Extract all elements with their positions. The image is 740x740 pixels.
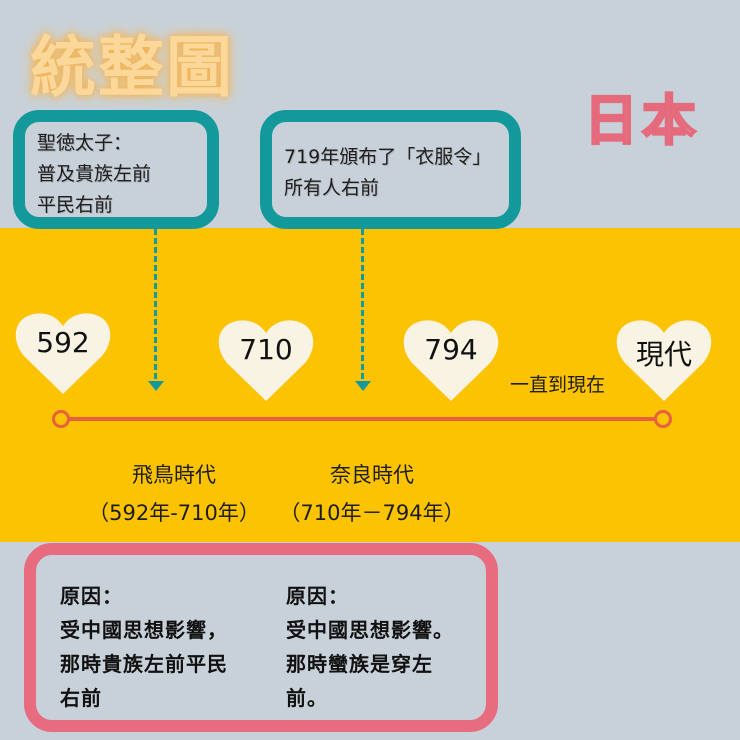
milestone-label: 592 — [36, 326, 90, 359]
dashed-connector — [154, 229, 157, 379]
heart-icon — [218, 320, 314, 401]
reason-line: 原因： — [286, 584, 349, 608]
note-clothing-law: 719年頒布了「衣服令」 所有人右前 — [260, 110, 521, 229]
milestone-794: 794 — [402, 317, 500, 401]
milestone-710: 710 — [217, 317, 315, 401]
note-shotoku: 聖徳太子： 普及貴族左前 平民右前 — [13, 110, 219, 229]
reason-asuka: 原因： 受中國思想影響， 那時貴族左前平民 右前 — [60, 579, 228, 715]
era-name: 奈良時代 — [330, 463, 414, 487]
note-line: 719年頒布了「衣服令」 — [284, 146, 492, 168]
reason-line: 原因： — [60, 584, 123, 608]
reason-line: 前。 — [286, 686, 328, 710]
era-nara: 奈良時代 （710年－794年） — [274, 456, 470, 532]
reason-line: 右前 — [60, 686, 102, 710]
until-now-label: 一直到現在 — [510, 374, 606, 396]
era-range: （710年－794年） — [279, 501, 465, 525]
note-line: 普及貴族左前 — [37, 163, 152, 185]
milestone-label: 710 — [239, 333, 293, 366]
milestone-label: 現代 — [635, 338, 692, 371]
reason-line: 那時貴族左前平民 — [60, 652, 228, 676]
heart-icon — [616, 320, 712, 401]
arrow-down-icon — [148, 381, 164, 391]
milestone-592: 592 — [14, 310, 112, 394]
heart-icon — [403, 320, 499, 401]
timeline-end-node — [654, 410, 672, 428]
arrow-down-icon — [355, 381, 371, 391]
dashed-connector — [361, 229, 364, 379]
era-range: （592年-710年） — [88, 501, 260, 525]
note-line: 聖徳太子： — [37, 132, 133, 154]
country-label: 日本 — [583, 88, 700, 154]
timeline-line — [64, 417, 664, 421]
era-name: 飛鳥時代 — [132, 463, 216, 487]
reason-line: 那時蠻族是穿左 — [286, 652, 433, 676]
page-title: 統整圖 — [30, 29, 234, 106]
milestone-modern: 現代 — [615, 317, 713, 401]
era-asuka: 飛鳥時代 （592年-710年） — [84, 456, 264, 532]
timeline-start-node — [52, 410, 70, 428]
note-line: 所有人右前 — [284, 177, 380, 199]
note-line: 平民右前 — [37, 194, 114, 216]
reason-nara: 原因： 受中國思想影響。 那時蠻族是穿左 前。 — [286, 579, 454, 715]
milestone-label: 794 — [424, 333, 478, 366]
reason-line: 受中國思想影響。 — [286, 618, 454, 642]
reasons-box: 原因： 受中國思想影響， 那時貴族左前平民 右前 原因： 受中國思想影響。 那時… — [24, 543, 498, 732]
heart-icon — [15, 313, 111, 394]
reason-line: 受中國思想影響， — [60, 618, 228, 642]
